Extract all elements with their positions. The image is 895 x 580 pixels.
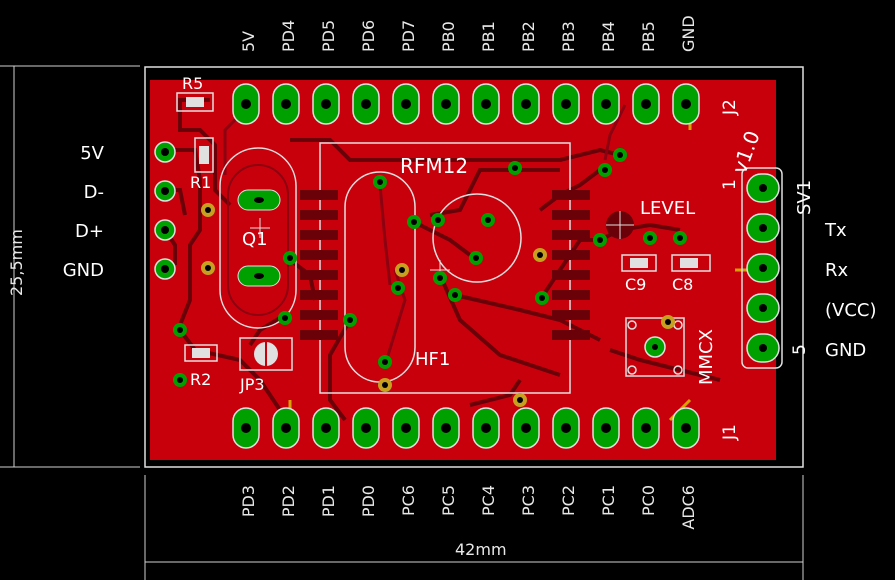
rfm12-left-pad xyxy=(300,210,338,220)
height-dimension xyxy=(0,65,140,468)
rfm12-left-pad xyxy=(300,270,338,280)
sv1-pin5-label: 5 xyxy=(790,344,810,355)
rfm12-right-pad xyxy=(552,270,590,280)
r2-pad xyxy=(192,348,210,358)
height-dimension-label: 25,5mm xyxy=(7,229,26,296)
j2-pin-label: 5V xyxy=(239,31,258,52)
rfm12-left-pad xyxy=(300,330,338,340)
j2-header-pads xyxy=(232,83,700,125)
j1-pin-label: PC2 xyxy=(559,485,578,516)
j1-pin-label: PC6 xyxy=(399,485,418,516)
j2-label: J2 xyxy=(720,99,740,116)
rfm12-label: RFM12 xyxy=(400,154,468,178)
j1-header-pads xyxy=(232,407,700,449)
q1-label: Q1 xyxy=(242,229,268,250)
j1-pin-label: PC0 xyxy=(639,485,658,516)
r5-pad xyxy=(186,97,204,107)
mmcx-outline xyxy=(625,317,685,377)
serial-pin-label: (VCC) xyxy=(825,300,877,321)
c8-outline xyxy=(671,254,711,272)
usb-pin-label: D- xyxy=(84,182,104,203)
usb-pin-label: GND xyxy=(63,260,104,281)
rfm12-right-pad xyxy=(552,210,590,220)
rfm12-right-pads xyxy=(552,190,590,340)
c8-label: C8 xyxy=(672,275,693,294)
j2-pin-label: PB0 xyxy=(439,21,458,52)
j2-pin-label: PB1 xyxy=(479,21,498,52)
rfm12-right-pad xyxy=(552,310,590,320)
rfm12-right-pad xyxy=(552,190,590,200)
r1-outline xyxy=(194,137,214,173)
rfm12-left-pad xyxy=(300,250,338,260)
j1-pin-label: PD1 xyxy=(319,485,338,517)
usb-pin-label: 5V xyxy=(80,143,104,164)
j2-pin-label: PB4 xyxy=(599,21,618,52)
rfm12-left-pad xyxy=(300,230,338,240)
j1-pin-label: PD3 xyxy=(239,485,258,517)
j1-pin-label: PC4 xyxy=(479,485,498,516)
r1-pad xyxy=(199,146,209,164)
rfm12-left-pad xyxy=(300,290,338,300)
j2-pin-label: PB5 xyxy=(639,21,658,52)
usb-labels: 5V D- D+ GND xyxy=(63,143,105,281)
serial-pin-label: GND xyxy=(825,340,866,361)
sv1-pads xyxy=(746,173,780,363)
c9-outline xyxy=(621,254,657,272)
sv1-label: SV1 xyxy=(794,180,815,215)
antenna-circle xyxy=(432,193,522,283)
sv1-outline xyxy=(741,167,783,369)
rfm12-left-pad xyxy=(300,190,338,200)
usb-pin-label: D+ xyxy=(75,221,104,242)
r5-label: R5 xyxy=(182,74,203,93)
j2-pin-label: PD7 xyxy=(399,20,418,52)
jp3-label: JP3 xyxy=(239,375,265,394)
j1-pin-label: PC5 xyxy=(439,485,458,516)
hf1-label: HF1 xyxy=(415,349,450,370)
c9-label: C9 xyxy=(625,275,646,294)
rfm12-left-pads xyxy=(300,190,338,340)
serial-pin-label: Tx xyxy=(824,220,847,241)
jp3-outline xyxy=(239,337,293,371)
j1-pin-label: ADC6 xyxy=(679,485,698,530)
rfm12-right-pad xyxy=(552,230,590,240)
j2-pin-label: PB2 xyxy=(519,21,538,52)
level-label: LEVEL xyxy=(640,198,695,219)
rfm12-right-pad xyxy=(552,250,590,260)
j2-pin-label: PB3 xyxy=(559,21,578,52)
r1-label: R1 xyxy=(190,173,211,192)
j1-pin-labels: PD3 PD2 PD1 PD0 PC6 PC5 PC4 PC3 PC2 PC1 PC0 ADC6 xyxy=(239,485,698,530)
j2-pin-labels: 5V PD4 PD5 PD6 PD7 PB0 PB1 PB2 PB3 PB4 PB5 GND xyxy=(239,15,698,52)
vias xyxy=(173,148,687,407)
r5-outline xyxy=(176,92,214,112)
j1-pin-label: PD2 xyxy=(279,485,298,517)
serial-pin-label: Rx xyxy=(825,260,849,281)
q1-inner-outline xyxy=(227,164,289,316)
j2-pin-label: GND xyxy=(679,15,698,52)
rfm12-outline xyxy=(319,142,571,394)
j1-pin-label: PC1 xyxy=(599,485,618,516)
rfm12-right-pad xyxy=(552,330,590,340)
width-dimension-label: 42mm xyxy=(455,540,507,559)
j1-pin-label: PC3 xyxy=(519,485,538,516)
j2-pin-label: PD6 xyxy=(359,20,378,52)
board-outline xyxy=(144,66,804,468)
r2-label: R2 xyxy=(190,370,211,389)
q1-outline xyxy=(219,147,297,329)
rfm12-left-pad xyxy=(300,310,338,320)
usb-pads xyxy=(154,141,176,280)
width-dimension xyxy=(144,475,804,580)
rfm12-right-pad xyxy=(552,290,590,300)
j1-label: J1 xyxy=(720,424,740,441)
mmcx-label: MMCX xyxy=(696,329,717,385)
sv1-pin1-label: 1 xyxy=(720,179,740,190)
j2-pin-label: PD4 xyxy=(279,20,298,52)
j2-pin-label: PD5 xyxy=(319,20,338,52)
r2-outline xyxy=(184,344,218,362)
j1-pin-label: PD0 xyxy=(359,485,378,517)
